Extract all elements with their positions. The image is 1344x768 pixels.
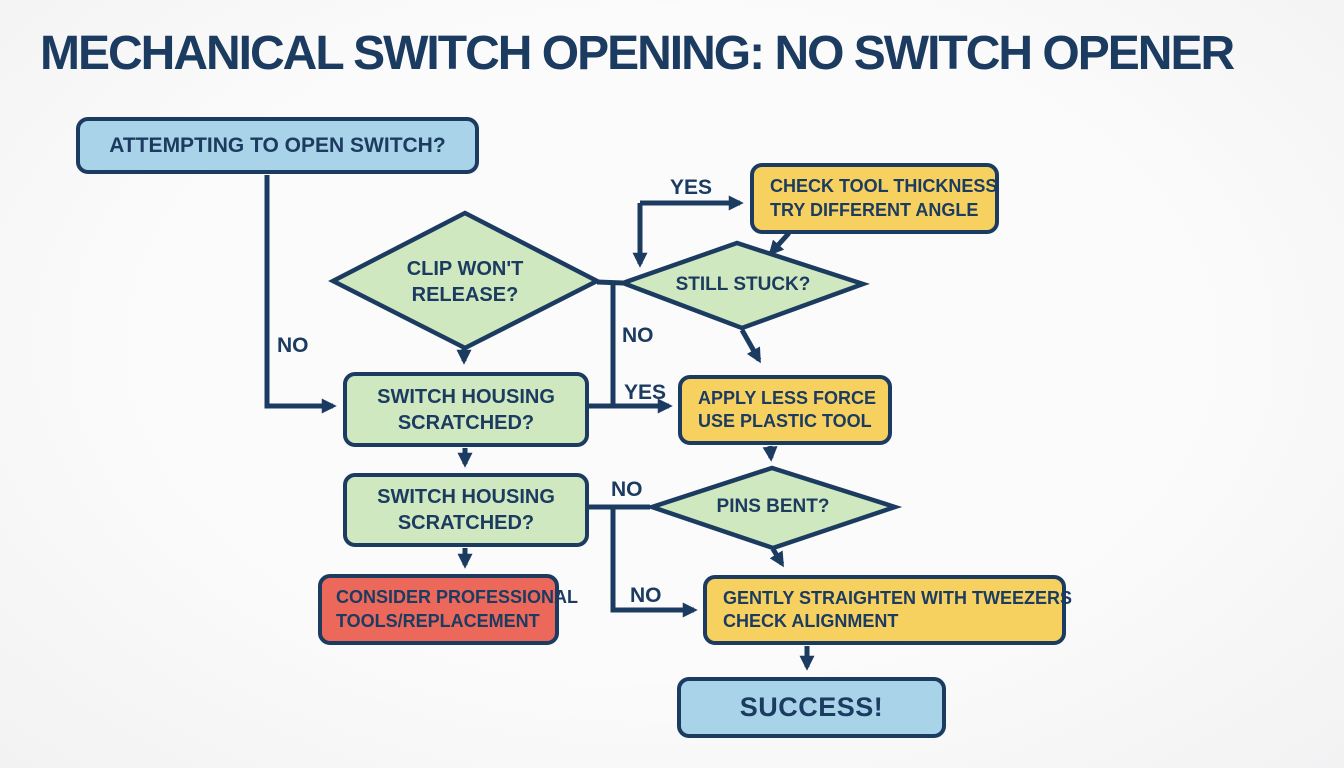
node-start-label: ATTEMPTING TO OPEN SWITCH? (109, 133, 446, 157)
edges (264, 175, 815, 671)
edge-stillstuck-to-apply (739, 328, 762, 364)
edge-label-no-housing2-junction: NO (611, 478, 643, 501)
edge-checktool-to-stillstuck (768, 231, 791, 256)
node-housing-scratched-1: SWITCH HOUSING SCRATCHED? (343, 372, 589, 447)
node-check-tool-label: CHECK TOOL THICKNESS TRY DIFFERENT ANGLE (770, 176, 998, 220)
edge-label-yes-apply-force: YES (624, 381, 667, 404)
node-success: SUCCESS! (677, 677, 946, 738)
node-housing-scratched-2-label: SWITCH HOUSING SCRATCHED? (377, 486, 555, 534)
node-still-stuck-label: STILL STUCK? (675, 273, 811, 295)
page-title: MECHANICAL SWITCH OPENING: NO SWITCH OPE… (40, 27, 1235, 80)
node-clip-wont-release-label: CLIP WON'T RELEASE? (406, 258, 524, 306)
edge-start-no-to-housing1 (264, 175, 337, 414)
edge-apply-to-pinsbent (762, 445, 778, 462)
node-professional-tools-label: CONSIDER PROFESSIONAL TOOLS/REPLACEMENT (336, 587, 579, 631)
node-still-stuck-diamond (616, 240, 870, 331)
node-clip-wont-release-diamond (328, 210, 602, 351)
node-apply-less-force-label: APPLY LESS FORCE USE PLASTIC TOOL (698, 387, 877, 431)
node-apply-less-force: APPLY LESS FORCE USE PLASTIC TOOL (678, 375, 892, 445)
edge-label-no-start-housing: NO (277, 334, 309, 357)
node-gently-straighten: GENTLY STRAIGHTEN WITH TWEEZERS CHECK AL… (703, 575, 1072, 645)
node-success-label: SUCCESS! (739, 691, 884, 722)
node-start: ATTEMPTING TO OPEN SWITCH? (76, 117, 479, 174)
diamonds (328, 210, 903, 551)
edge-label-no-gently-straighten: NO (630, 584, 662, 607)
node-check-tool: CHECK TOOL THICKNESS TRY DIFFERENT ANGLE (750, 163, 999, 234)
edge-no-to-gently (610, 507, 698, 618)
edge-pinsbent-to-gently (769, 547, 785, 568)
node-housing-scratched-2: SWITCH HOUSING SCRATCHED? (343, 473, 589, 547)
node-gently-straighten-label: GENTLY STRAIGHTEN WITH TWEEZERS CHECK AL… (723, 587, 1073, 631)
node-pins-bent-label: PINS BENT? (716, 495, 830, 517)
node-pins-bent-diamond (644, 465, 903, 551)
node-professional-tools: CONSIDER PROFESSIONAL TOOLS/REPLACEMENT (318, 574, 578, 645)
node-housing-scratched-1-label: SWITCH HOUSING SCRATCHED? (377, 385, 555, 434)
edge-label-no-clip-junction: NO (622, 324, 654, 347)
edge-label-yes-check-tool: YES (670, 176, 713, 199)
